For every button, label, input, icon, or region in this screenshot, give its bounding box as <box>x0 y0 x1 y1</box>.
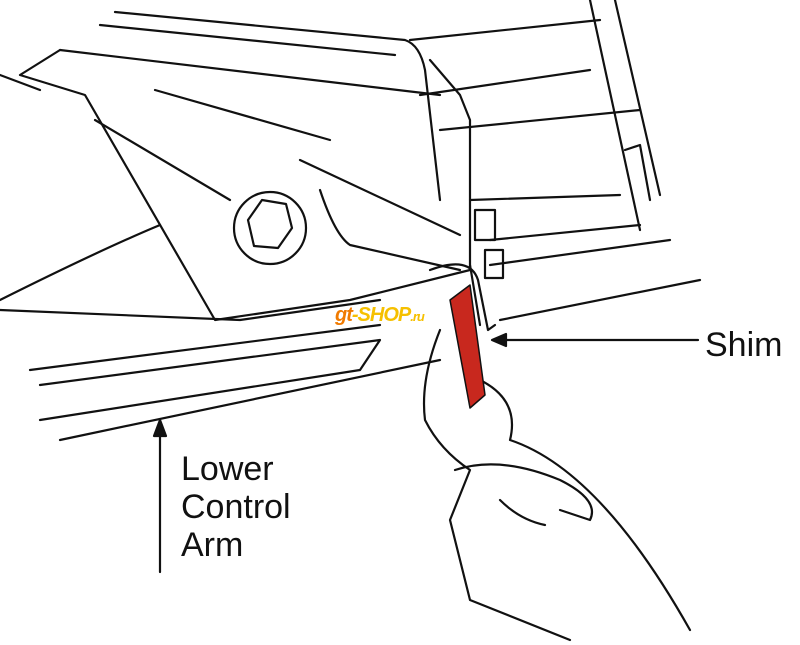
shim <box>449 284 486 409</box>
frame-line <box>488 238 672 267</box>
bracket-plate <box>93 118 232 202</box>
control-arm <box>0 73 42 92</box>
bolt-head <box>246 198 294 250</box>
bolt <box>483 248 505 280</box>
shim-arrowhead <box>490 332 508 348</box>
frame-line <box>588 0 642 232</box>
bracket-flange <box>428 263 497 332</box>
frame-line <box>98 23 397 57</box>
frame-line <box>488 223 642 242</box>
control-arm <box>0 223 162 302</box>
control-arm <box>28 323 382 372</box>
hand <box>498 498 547 527</box>
control-arm <box>38 338 382 422</box>
hand <box>478 378 692 632</box>
frame-line <box>418 68 592 97</box>
bracket-plate <box>18 48 472 322</box>
bracket-plate <box>298 158 462 237</box>
frame-line <box>468 193 622 202</box>
watermark-main: -SHOP <box>351 304 411 326</box>
bracket-plate <box>153 88 332 142</box>
bracket-plate <box>318 188 462 272</box>
lower-control-arm-label: Lower Control Arm <box>181 450 291 564</box>
hand <box>422 328 572 642</box>
control-arm <box>0 298 382 322</box>
control-arm-arrowhead <box>152 418 168 438</box>
bracket-plate <box>58 48 442 97</box>
shim-label: Shim <box>705 326 783 364</box>
frame-line <box>438 108 642 132</box>
label-line: Control <box>181 488 291 526</box>
label-line: Lower <box>181 450 274 488</box>
bolt <box>473 208 497 242</box>
frame-line <box>498 278 702 322</box>
frame-line <box>623 143 652 202</box>
control-arm <box>58 358 442 442</box>
frame-line <box>613 0 662 197</box>
label-line: Arm <box>181 526 244 564</box>
hand <box>453 463 593 522</box>
bolt-washer <box>232 190 308 266</box>
frame-line <box>113 10 442 202</box>
watermark-prefix: gt <box>335 304 353 326</box>
frame-line <box>408 18 602 42</box>
watermark-suffix: .ru <box>410 309 425 324</box>
watermark: gt-SHOP.ru <box>335 304 425 327</box>
bracket-flange <box>468 263 482 327</box>
